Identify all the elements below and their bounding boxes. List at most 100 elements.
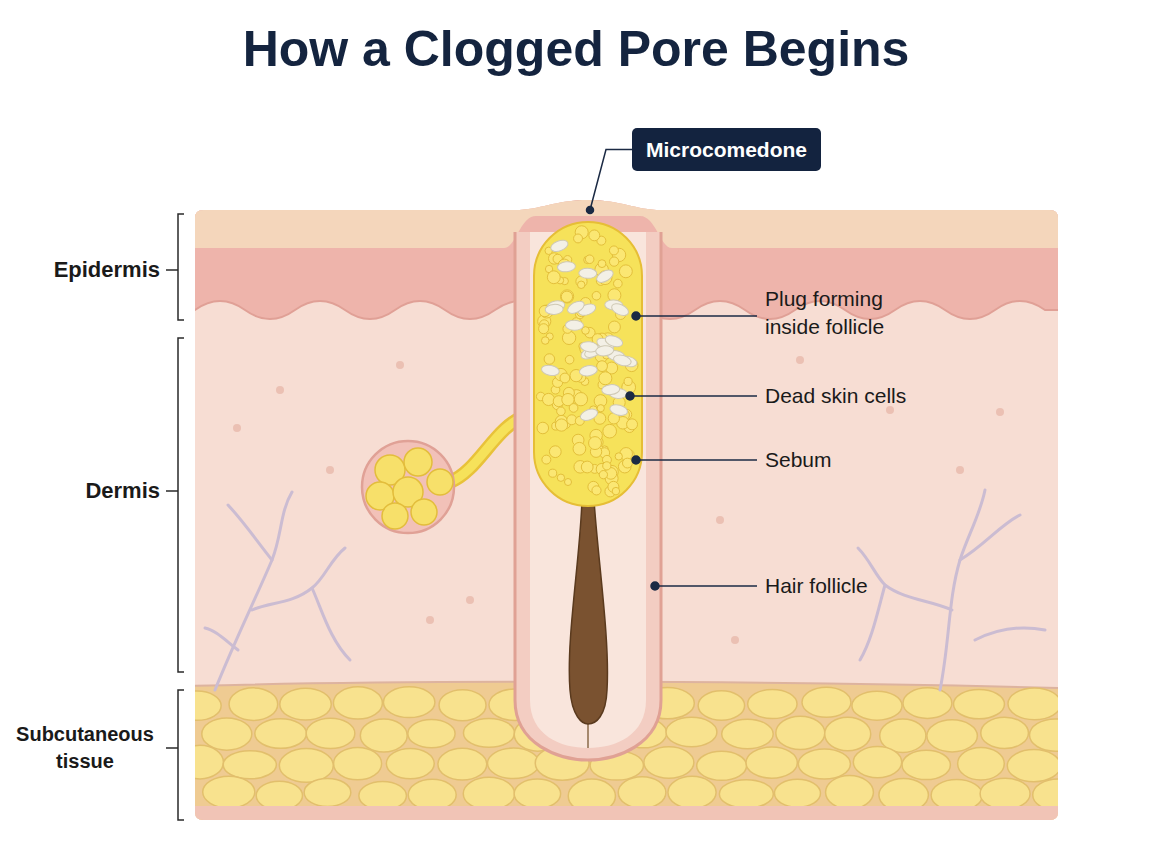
sebum-droplet — [542, 455, 551, 464]
callout-text: Microcomedone — [646, 137, 807, 162]
layer-brackets — [166, 214, 184, 820]
dermis-dot — [716, 516, 724, 524]
fat-cell — [255, 719, 307, 749]
fat-cell — [386, 748, 434, 778]
leader-dot — [632, 456, 640, 464]
vessel — [252, 548, 345, 610]
dermis-dot — [396, 361, 404, 369]
fat-cell — [644, 747, 694, 778]
dermis-dot — [886, 406, 894, 414]
sebum-droplet — [574, 234, 583, 243]
sebum-droplet — [603, 462, 611, 470]
sebum-droplet — [557, 474, 564, 481]
gland-lobe — [404, 448, 432, 476]
fat-cell — [954, 689, 1005, 718]
fat-cell — [980, 778, 1030, 809]
fat-cell — [408, 779, 456, 810]
sebum-droplet — [592, 486, 601, 495]
fat-cell — [902, 750, 950, 779]
fat-cell — [746, 747, 797, 778]
sebum-droplet — [537, 422, 549, 434]
fat-cell — [383, 687, 434, 718]
dermis-dot — [796, 356, 804, 364]
dead-skin-cell — [601, 384, 620, 396]
sebum-droplet — [581, 461, 593, 473]
sebum-droplet — [565, 355, 574, 364]
fat-cell — [852, 691, 902, 720]
sebum-droplet — [560, 290, 573, 303]
fat-cell — [173, 691, 221, 720]
fat-cell — [463, 718, 514, 747]
dead-skin-cell — [579, 364, 598, 377]
fat-cell — [719, 780, 773, 808]
dermis-dot — [276, 386, 284, 394]
leader-line — [636, 459, 757, 461]
part-label: Sebum — [765, 446, 832, 474]
fat-cell — [203, 776, 255, 808]
leader-dot — [651, 582, 659, 590]
sebum-droplet — [557, 407, 566, 416]
sebum-droplet — [539, 324, 549, 334]
fat-cell — [666, 717, 717, 746]
dermis-dot — [731, 636, 739, 644]
fat-cell — [304, 778, 351, 806]
gland-lobe — [382, 503, 408, 529]
sebum-droplet — [614, 279, 623, 288]
fat-cell — [981, 717, 1029, 748]
fat-cell — [463, 777, 514, 810]
dermis-bracket — [166, 338, 184, 672]
dead-skin-cell — [566, 299, 587, 316]
vessel — [858, 548, 952, 610]
follicle-plug — [534, 222, 642, 506]
fat-cell — [1008, 688, 1061, 720]
sebum-droplet — [612, 487, 620, 495]
vessel — [960, 515, 1020, 560]
sebum-droplet — [564, 479, 571, 486]
vessel — [215, 492, 292, 690]
fat-cell — [202, 718, 252, 750]
sebum-droplet — [549, 469, 557, 477]
gland-lobes — [366, 448, 453, 529]
fat-cell — [774, 779, 820, 807]
leader-dot — [626, 392, 634, 400]
callout-box: Microcomedone — [632, 128, 821, 171]
dead-skin-cell — [609, 403, 629, 417]
sebum-droplet — [592, 291, 601, 300]
part-label: Hair follicle — [765, 572, 868, 600]
fat-cell — [853, 746, 901, 777]
dead-skin-cell — [565, 320, 583, 330]
fat-cell — [514, 779, 560, 808]
sebum-droplet — [603, 424, 617, 438]
dermis-dot — [466, 596, 474, 604]
fat-cell — [798, 749, 850, 779]
epidermis-bracket — [166, 214, 184, 320]
sebum-droplet — [574, 393, 587, 406]
sebaceous-gland — [362, 441, 454, 533]
leader-line — [636, 315, 757, 317]
bottom-rim — [190, 806, 1065, 826]
sebum-droplet — [561, 291, 572, 302]
sebum-droplet — [544, 354, 555, 365]
sebum-droplet — [599, 372, 612, 385]
layer-label: Dermis — [85, 476, 160, 506]
fat-cell — [958, 747, 1005, 780]
fat-cell — [359, 781, 407, 810]
part-label: Plug forming inside follicle — [765, 285, 935, 342]
fat-cell — [748, 689, 797, 718]
dead-skin-cell — [549, 238, 569, 254]
dermis-dot — [996, 408, 1004, 416]
sebum-droplet — [560, 373, 570, 383]
fat-cell — [438, 748, 487, 780]
sebum-droplet — [597, 361, 608, 372]
dermis-dot — [233, 424, 241, 432]
leader-lines — [587, 150, 758, 590]
subcutaneous-bracket — [166, 690, 184, 820]
sebum-droplet — [615, 453, 622, 460]
fat-cell — [229, 688, 278, 721]
sebum-droplets — [536, 226, 638, 497]
sebum-droplet — [541, 337, 549, 345]
sebum-droplet — [585, 255, 594, 264]
vessel — [205, 628, 238, 650]
sebum-droplet — [542, 393, 554, 405]
